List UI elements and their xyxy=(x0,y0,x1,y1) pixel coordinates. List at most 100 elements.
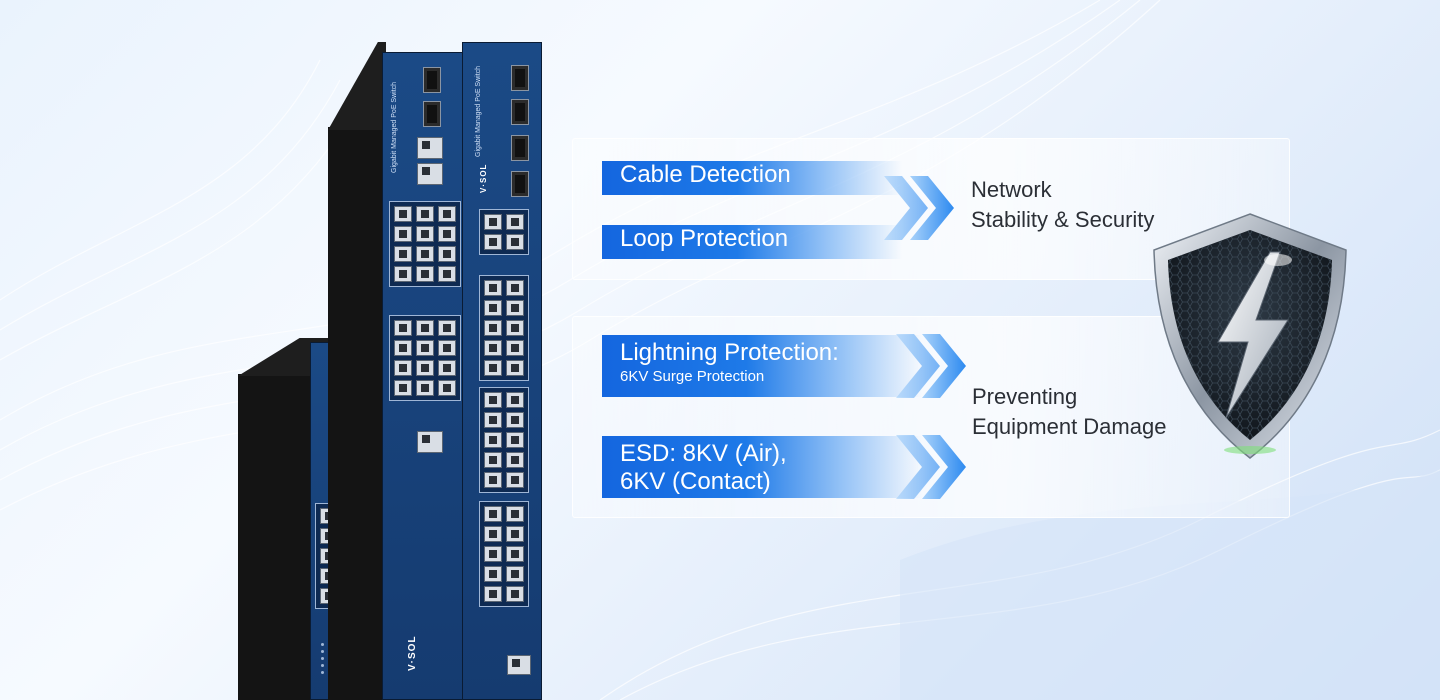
rj45-port xyxy=(438,340,456,356)
rj45-port xyxy=(484,472,502,488)
uplink-port xyxy=(417,163,443,185)
console-port xyxy=(417,431,443,453)
switch-side xyxy=(238,374,312,700)
rj45-port-grid xyxy=(479,209,529,255)
rj45-port xyxy=(394,380,412,396)
rj45-port xyxy=(484,432,502,448)
rj45-port xyxy=(416,320,434,336)
result-line-1: Preventing xyxy=(972,384,1078,409)
result-network-stability: Network Stability & Security xyxy=(971,175,1154,235)
rj45-port xyxy=(394,340,412,356)
rj45-port xyxy=(506,566,524,582)
rj45-port xyxy=(484,300,502,316)
rj45-port xyxy=(484,526,502,542)
console-port xyxy=(507,655,531,675)
sfp-port xyxy=(511,99,529,125)
rj45-port xyxy=(416,246,434,262)
feature-cable-detection: Cable Detection xyxy=(602,161,902,195)
model-label: Gigabit Managed PoE Switch xyxy=(475,65,482,157)
feature-label-2: 6KV (Contact) xyxy=(620,468,771,495)
rj45-port xyxy=(506,526,524,542)
rj45-port xyxy=(416,340,434,356)
double-chevron-icon xyxy=(896,435,966,499)
rj45-port xyxy=(506,586,524,602)
feature-label: Lightning Protection: xyxy=(620,339,839,366)
status-led xyxy=(321,650,324,653)
rj45-port xyxy=(506,300,524,316)
rj45-port xyxy=(484,234,502,250)
rj45-port xyxy=(484,280,502,296)
rj45-port xyxy=(506,412,524,428)
sfp-port xyxy=(423,67,441,93)
rj45-port xyxy=(484,506,502,522)
double-chevron-icon xyxy=(896,334,966,398)
rj45-port xyxy=(484,340,502,356)
rj45-port xyxy=(438,380,456,396)
switch-front-panel: Gigabit Managed PoE Switch V·SOL xyxy=(382,52,464,700)
rj45-port xyxy=(394,320,412,336)
brand-logo: V·SOL xyxy=(407,635,418,671)
rj45-port-grid xyxy=(389,201,461,287)
status-led xyxy=(321,664,324,667)
feature-loop-protection: Loop Protection xyxy=(602,225,902,259)
rj45-port xyxy=(416,380,434,396)
tall-poe-switch: Gigabit Managed PoE Switch V·SOL xyxy=(462,42,544,700)
status-led xyxy=(321,657,324,660)
rj45-port xyxy=(438,226,456,242)
rj45-port xyxy=(484,214,502,230)
rj45-port xyxy=(394,206,412,222)
rj45-port xyxy=(416,226,434,242)
switch-side xyxy=(328,127,383,700)
sfp-port xyxy=(511,135,529,161)
feature-sublabel: 6KV Surge Protection xyxy=(620,368,765,385)
uplink-port xyxy=(417,137,443,159)
feature-lightning-protection: Lightning Protection: 6KV Surge Protecti… xyxy=(602,335,922,397)
result-line-1: Network xyxy=(971,177,1052,202)
feature-label: Loop Protection xyxy=(620,225,789,252)
rj45-port xyxy=(484,546,502,562)
rj45-port xyxy=(506,214,524,230)
rj45-port xyxy=(438,320,456,336)
rj45-port xyxy=(438,206,456,222)
lightning-shield-icon xyxy=(1153,213,1347,459)
rj45-port xyxy=(484,586,502,602)
rj45-port xyxy=(484,412,502,428)
rj45-port xyxy=(506,392,524,408)
rj45-port xyxy=(484,392,502,408)
result-line-2: Stability & Security xyxy=(971,207,1155,232)
rj45-port xyxy=(506,280,524,296)
rj45-port xyxy=(416,360,434,376)
status-led xyxy=(321,643,324,646)
rj45-port xyxy=(394,266,412,282)
rj45-port xyxy=(506,546,524,562)
rj45-port xyxy=(506,340,524,356)
rj45-port xyxy=(506,452,524,468)
rj45-port xyxy=(416,206,434,222)
feature-esd: ESD: 8KV (Air), 6KV (Contact) xyxy=(602,436,922,498)
sfp-port xyxy=(511,171,529,197)
rj45-port xyxy=(484,566,502,582)
feature-label: ESD: 8KV (Air), xyxy=(620,440,787,467)
double-chevron-icon xyxy=(884,176,954,240)
rj45-port-grid xyxy=(479,275,529,381)
rj45-port xyxy=(394,246,412,262)
rj45-port xyxy=(394,226,412,242)
switch-front-panel: Gigabit Managed PoE Switch V·SOL xyxy=(462,42,542,700)
rj45-port xyxy=(416,266,434,282)
rj45-port-grid xyxy=(479,387,529,493)
rj45-port xyxy=(438,360,456,376)
brand-logo: V·SOL xyxy=(479,163,488,193)
medium-poe-switch: Gigabit Managed PoE Switch V·SOL xyxy=(328,42,464,700)
model-label: Gigabit Managed PoE Switch xyxy=(391,81,398,173)
rj45-port xyxy=(438,246,456,262)
status-led xyxy=(321,671,324,674)
rj45-port xyxy=(484,320,502,336)
sfp-port xyxy=(511,65,529,91)
rj45-port xyxy=(484,452,502,468)
rj45-port-grid xyxy=(479,501,529,607)
rj45-port xyxy=(506,234,524,250)
rj45-port xyxy=(506,360,524,376)
switch-top xyxy=(328,42,386,130)
result-preventing-damage: Preventing Equipment Damage xyxy=(972,382,1166,442)
